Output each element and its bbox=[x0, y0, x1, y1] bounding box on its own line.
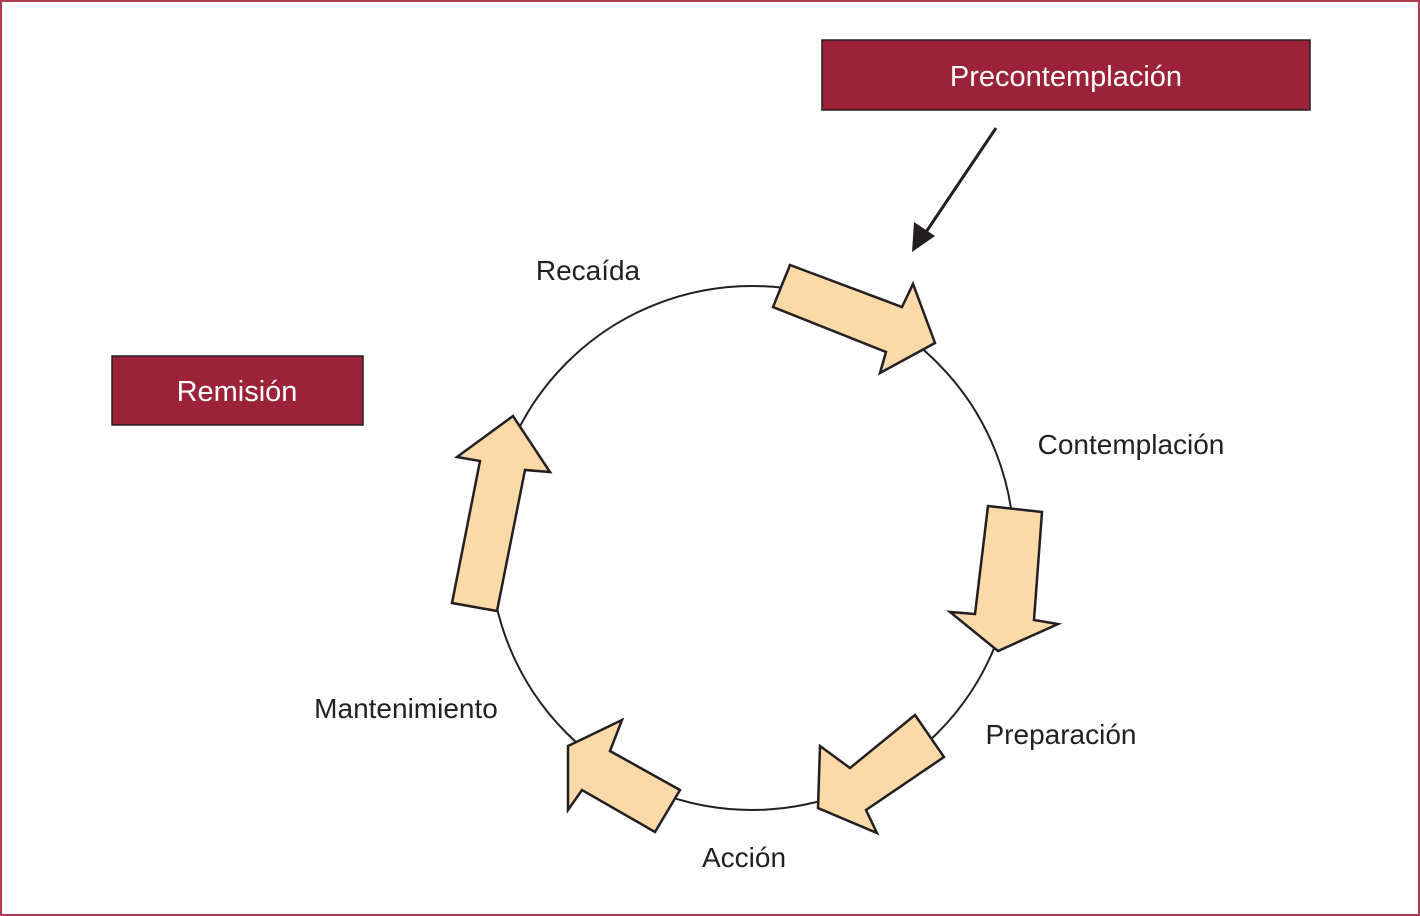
entry-arrow bbox=[912, 127, 998, 252]
stage-preparacion: Preparación bbox=[986, 719, 1137, 750]
stage-contemplacion: Contemplación bbox=[1038, 429, 1225, 460]
remision-box bbox=[111, 355, 364, 426]
cycle-circle bbox=[489, 285, 1015, 811]
arrow-accion-to-mantenimiento bbox=[566, 717, 682, 834]
arrow-mantenimiento-to-recaida bbox=[450, 414, 553, 613]
stage-mantenimiento: Mantenimiento bbox=[314, 693, 498, 724]
arrow-precontemplacion-to-contemplacion bbox=[771, 263, 937, 376]
precontemplacion-box bbox=[821, 39, 1311, 111]
precontemplacion-label: Precontemplación bbox=[950, 61, 1182, 93]
remision-label: Remisión bbox=[177, 376, 298, 408]
arrow-contemplacion-to-preparacion bbox=[946, 504, 1063, 653]
stage-recaida: Recaída bbox=[536, 255, 641, 286]
stage-accion: Acción bbox=[702, 842, 786, 873]
arrow-preparacion-to-accion bbox=[816, 713, 946, 836]
